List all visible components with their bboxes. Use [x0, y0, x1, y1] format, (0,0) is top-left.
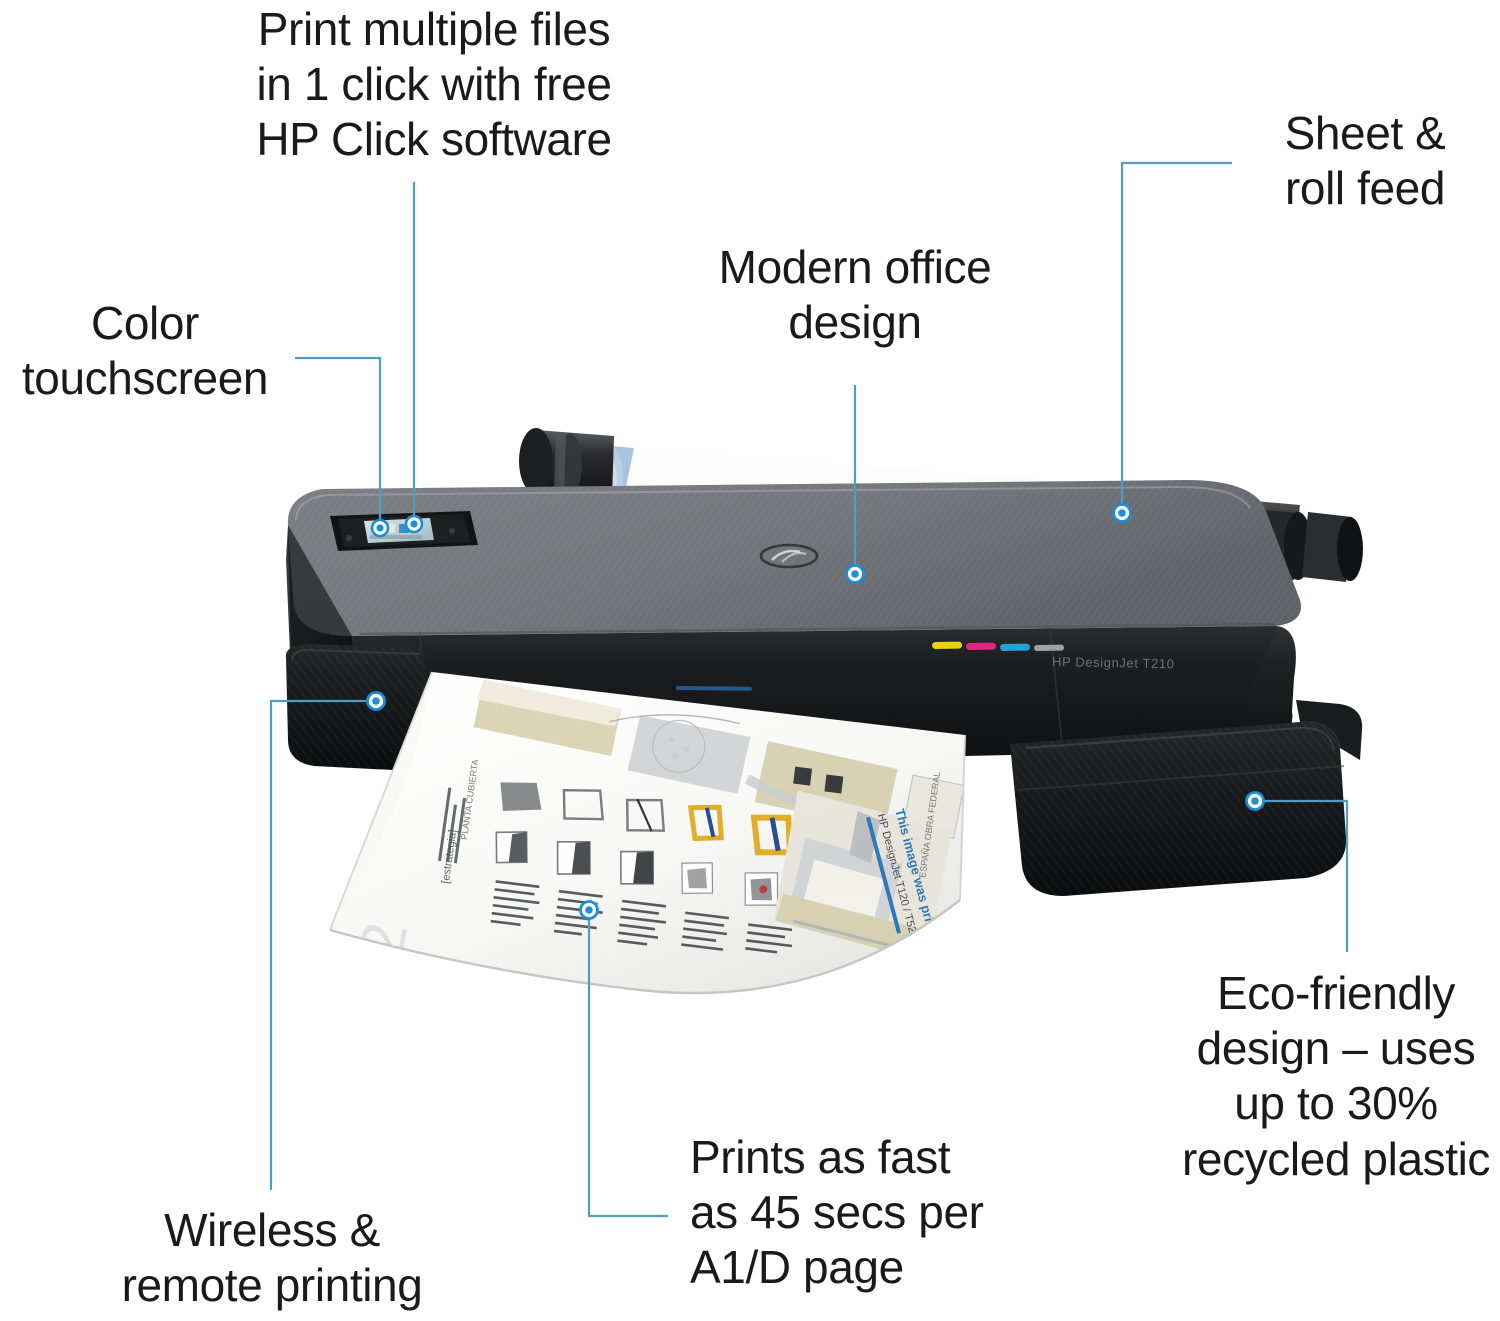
- callout-wireless: Wireless & remote printing: [121, 1204, 423, 1312]
- printer-lid: [287, 480, 1301, 636]
- callout-modern-design: Modern office design: [718, 241, 992, 349]
- control-panel[interactable]: [330, 511, 478, 551]
- hp-logo: [759, 543, 819, 569]
- model-label: HP DesignJet T210: [1052, 654, 1175, 671]
- callout-print-speed: Prints as fast as 45 secs per A1/D page: [690, 1131, 984, 1294]
- callout-touchscreen: Color touchscreen: [21, 297, 269, 405]
- printed-output-sheet: [estrategia] PLANTA CUBIERTA 2 This imag…: [329, 671, 966, 995]
- callout-eco-friendly: Eco-friendly design – uses up to 30% rec…: [1181, 967, 1491, 1185]
- ink-level-indicators: [932, 641, 1065, 651]
- callout-hp-click: Print multiple files in 1 click with fre…: [256, 3, 612, 166]
- callout-sheet-roll-feed: Sheet & roll feed: [1284, 107, 1446, 215]
- roll-spindle-left: [519, 428, 614, 498]
